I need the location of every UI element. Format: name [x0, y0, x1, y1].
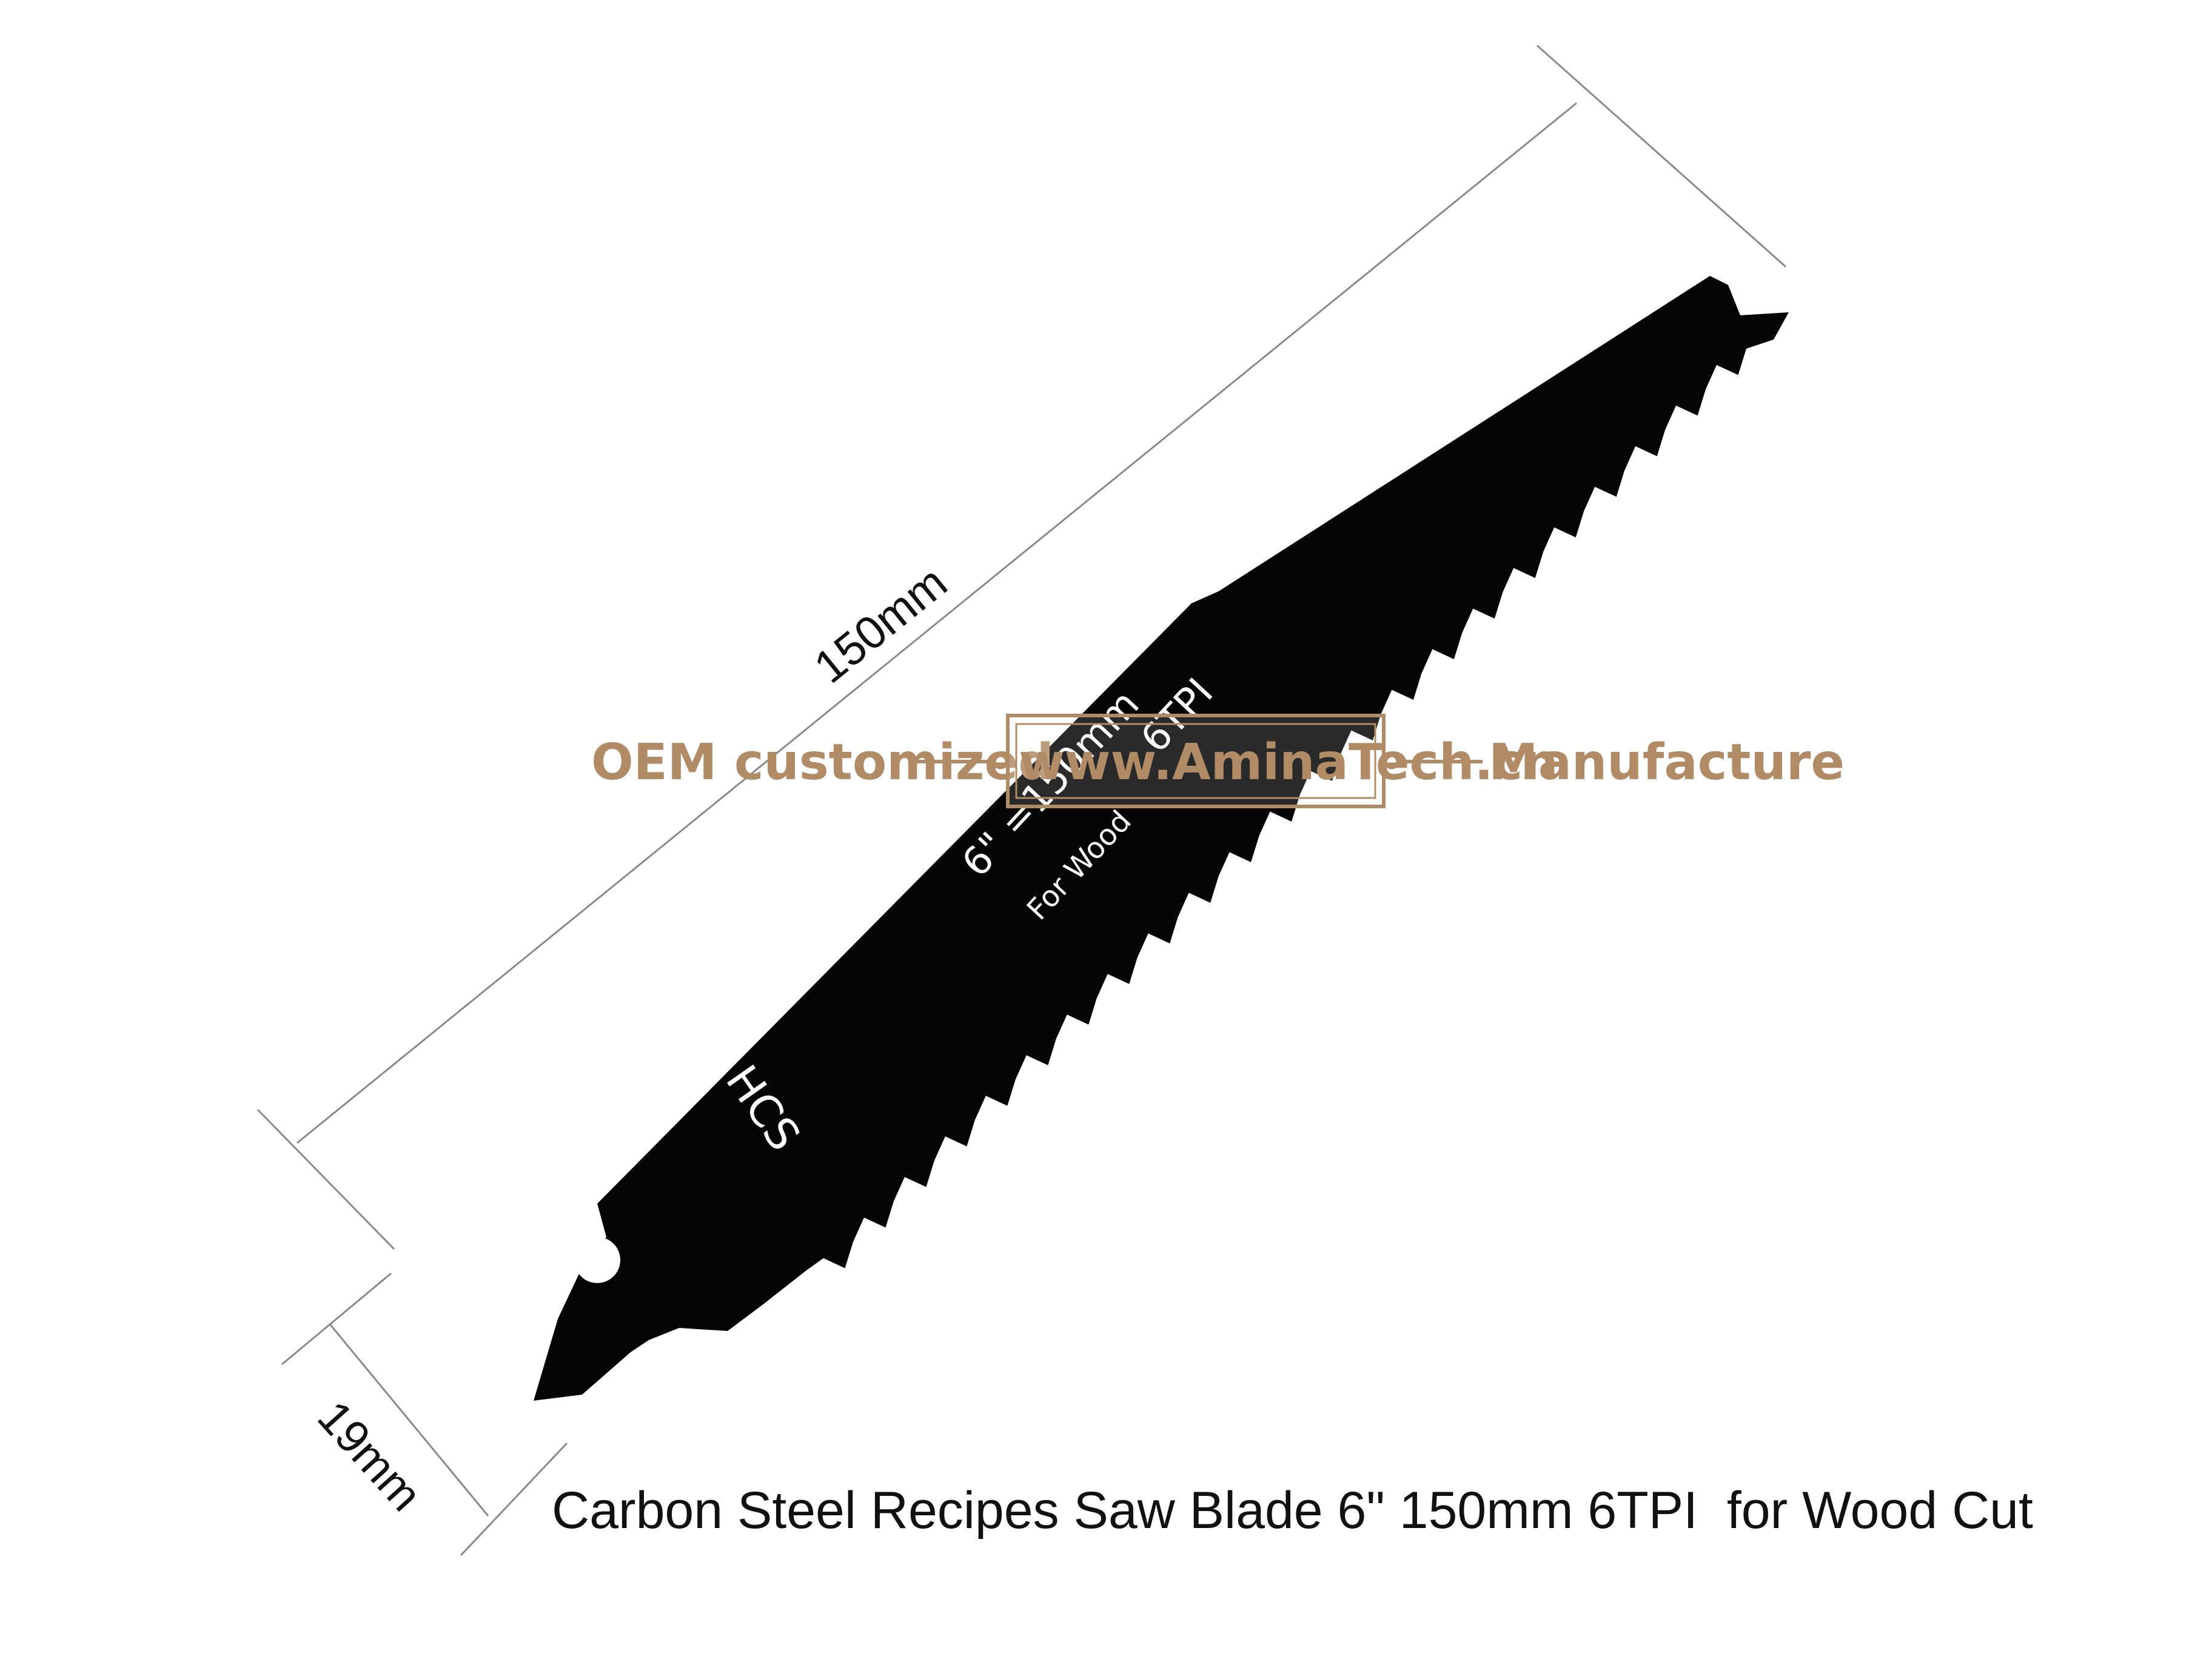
- watermark-frame-inner: [1015, 723, 1376, 799]
- saw-blade: [534, 276, 1789, 1401]
- length-extension-line-bottom: [256, 1108, 395, 1250]
- width-extension-line-left: [281, 1272, 392, 1366]
- dimension-lines: [256, 44, 1786, 1557]
- length-extension-line-top: [1537, 44, 1786, 268]
- watermark: OEM customized www.AminaTech.cn Manufact…: [591, 714, 1845, 808]
- length-dimension-line: [297, 102, 1577, 1144]
- width-label: 19mm: [307, 1391, 431, 1521]
- watermark-frame: [1006, 714, 1386, 808]
- width-dimension-line: [329, 1324, 489, 1517]
- mounting-hole: [574, 1237, 620, 1283]
- watermark-right-text: Manufacture: [1489, 734, 1845, 791]
- product-caption: Carbon Steel Recipes Saw Blade 6" 150mm …: [552, 1481, 2033, 1540]
- width-extension-line-right: [460, 1442, 568, 1557]
